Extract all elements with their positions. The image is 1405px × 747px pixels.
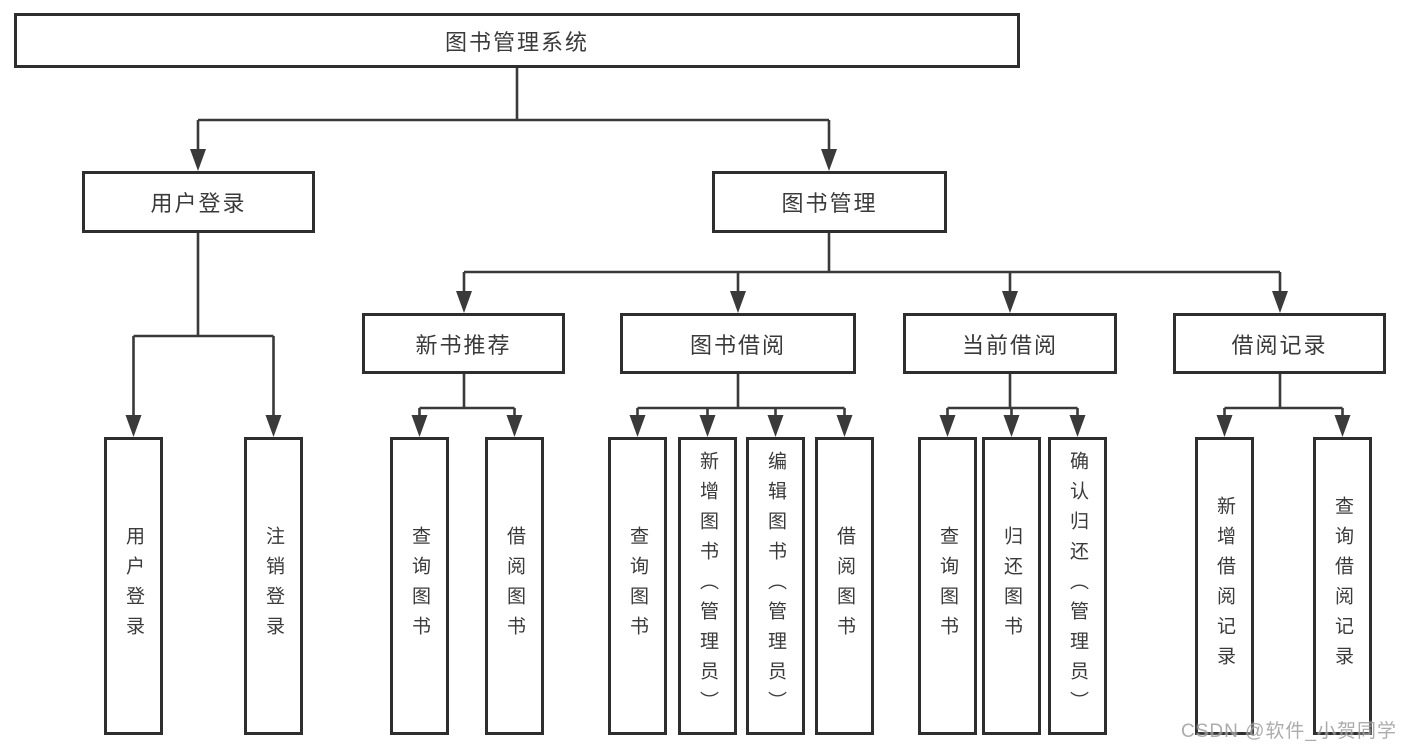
node-current-borrow-label: 当前借阅: [961, 332, 1058, 358]
leaf-borrow-query-label: 查询图书: [627, 526, 648, 646]
leaf-borrow-add-admin: 新增图书（管理员）: [678, 437, 737, 735]
leaf-newbook-query: 查询图书: [390, 437, 449, 735]
node-book-management: 图书管理: [712, 171, 947, 233]
leaf-current-confirm-admin: 确认归还（管理员）: [1048, 437, 1107, 735]
node-book-borrow: 图书借阅: [620, 313, 856, 374]
leaf-borrow-edit-admin-label: 编辑图书（管理员）: [765, 451, 786, 721]
connector-bookborrow-to-leaves: [629, 374, 853, 437]
leaf-borrow-query: 查询图书: [608, 437, 667, 735]
leaf-current-query: 查询图书: [918, 437, 977, 735]
leaf-current-return: 归还图书: [982, 437, 1041, 735]
connector-bookmgmt-to-level3: [456, 233, 1288, 313]
leaf-record-add: 新增借阅记录: [1195, 437, 1254, 735]
node-user-login: 用户登录: [82, 171, 315, 233]
node-current-borrow: 当前借阅: [903, 313, 1117, 374]
connector-records-to-leaves: [1216, 374, 1351, 437]
leaf-borrow-add-admin-label: 新增图书（管理员）: [697, 451, 718, 721]
leaf-newbook-borrow-label: 借阅图书: [504, 526, 525, 646]
leaf-borrow-book: 借阅图书: [815, 437, 874, 735]
leaf-current-return-label: 归还图书: [1001, 526, 1022, 646]
node-root-label: 图书管理系统: [444, 29, 589, 55]
csdn-watermark: CSDN @软件_小贺同学: [1181, 721, 1397, 742]
node-new-book-recommend: 新书推荐: [362, 313, 565, 374]
leaf-record-query: 查询借阅记录: [1313, 437, 1372, 735]
leaf-borrow-edit-admin: 编辑图书（管理员）: [746, 437, 805, 735]
node-borrow-records: 借阅记录: [1173, 313, 1386, 374]
leaf-current-query-label: 查询图书: [937, 526, 958, 646]
node-root-system: 图书管理系统: [14, 13, 1020, 68]
leaf-newbook-borrow: 借阅图书: [485, 437, 544, 735]
leaf-current-confirm-admin-label: 确认归还（管理员）: [1067, 451, 1088, 721]
connector-newbook-to-leaves: [411, 374, 523, 437]
leaf-logout-label: 注销登录: [263, 526, 284, 646]
leaf-user-login-label: 用户登录: [123, 526, 144, 646]
connector-root-to-level2: [190, 68, 837, 171]
leaf-borrow-book-label: 借阅图书: [834, 526, 855, 646]
node-book-management-label: 图书管理: [781, 191, 878, 216]
leaf-newbook-query-label: 查询图书: [409, 526, 430, 646]
leaf-record-query-label: 查询借阅记录: [1332, 496, 1353, 676]
leaf-user-login: 用户登录: [104, 437, 163, 735]
connector-userlogin-to-leaves: [125, 233, 282, 437]
node-new-book-recommend-label: 新书推荐: [415, 332, 512, 358]
node-borrow-records-label: 借阅记录: [1231, 332, 1328, 358]
node-book-borrow-label: 图书借阅: [689, 332, 786, 358]
connector-currentborrow-to-leaves: [939, 374, 1086, 437]
leaf-logout: 注销登录: [244, 437, 303, 735]
node-user-login-label: 用户登录: [150, 191, 247, 216]
leaf-record-add-label: 新增借阅记录: [1214, 496, 1235, 676]
